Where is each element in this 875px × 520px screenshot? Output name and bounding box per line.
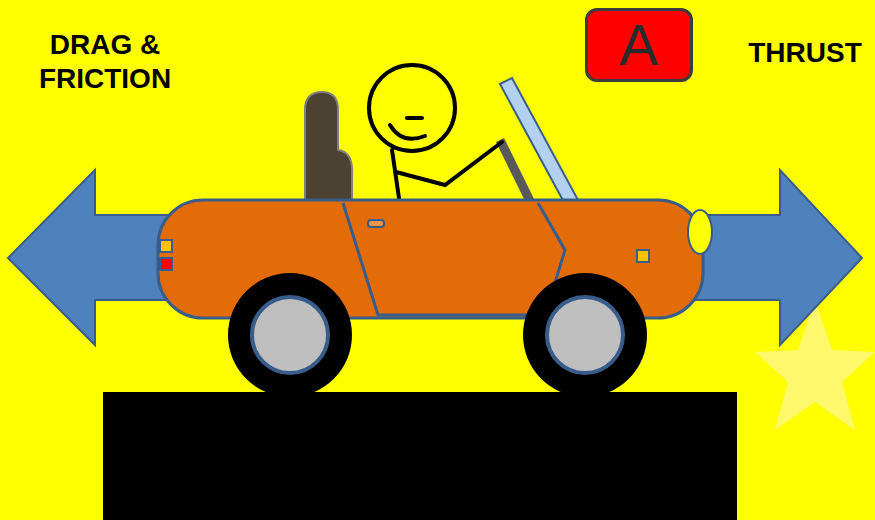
box-letter: A	[620, 16, 659, 74]
car-door	[343, 203, 565, 315]
platform-block	[103, 392, 737, 520]
windshield	[500, 78, 578, 206]
driver-figure	[369, 65, 502, 205]
wheel-hub	[547, 297, 623, 373]
force-label: THRUST	[740, 36, 870, 70]
steering-column	[500, 140, 532, 205]
tail-light	[160, 258, 172, 270]
drag-arrow	[8, 170, 200, 345]
car-seat	[305, 92, 352, 200]
door-handle	[368, 220, 384, 227]
front-wheel	[523, 273, 647, 397]
label-box: A	[585, 8, 693, 82]
background-star	[755, 300, 875, 430]
tail-light	[160, 240, 172, 252]
side-marker	[637, 250, 649, 262]
rear-wheel	[228, 273, 352, 397]
force-label: DRAG & FRICTION	[30, 28, 180, 96]
wheel-hub	[252, 297, 328, 373]
headlight	[688, 210, 712, 254]
